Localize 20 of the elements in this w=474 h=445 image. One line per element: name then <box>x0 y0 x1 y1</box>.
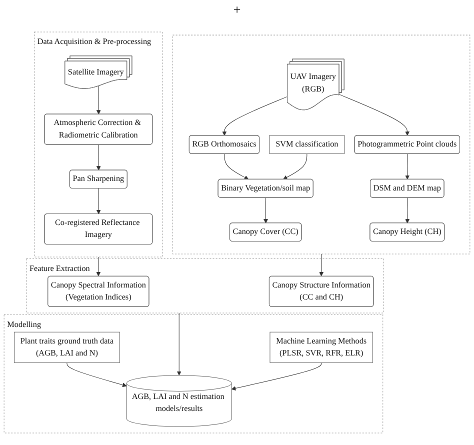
cluster <box>172 34 470 254</box>
arrow <box>339 94 410 136</box>
arrow <box>176 312 182 376</box>
arrow <box>282 153 308 180</box>
arrow <box>319 254 324 276</box>
arrow <box>96 86 101 114</box>
arrow <box>264 197 268 224</box>
node-box: SVM classification <box>269 135 345 154</box>
arrow <box>96 188 101 214</box>
arrow <box>231 362 322 390</box>
plus-sign: + <box>233 2 241 17</box>
arrow <box>405 154 410 180</box>
arrow <box>96 144 101 170</box>
node-box: Machine Learning Methods (PLSR, SVR, RFR, ELR) <box>270 332 373 363</box>
arrow <box>224 154 249 180</box>
arrow <box>222 96 288 136</box>
arrow <box>66 362 127 388</box>
arrow <box>405 197 410 224</box>
arrow <box>96 256 101 276</box>
node-box: Plant traits ground truth data (AGB, LAI and N) <box>14 332 120 363</box>
